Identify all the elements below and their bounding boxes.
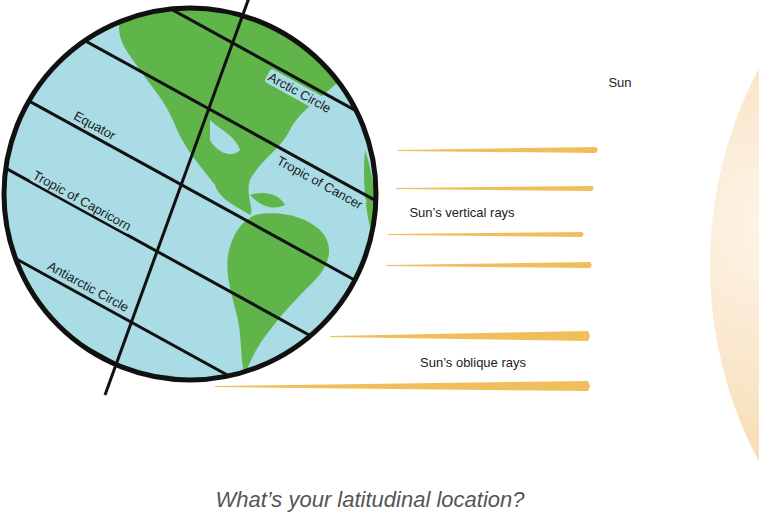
sun-label: Sun <box>608 75 631 90</box>
ray-label: Sun’s oblique rays <box>420 355 526 370</box>
earth-axis <box>105 0 250 395</box>
sun-disc <box>710 0 759 531</box>
caption: What’s your latitudinal location? <box>216 487 525 513</box>
globe-outline <box>4 8 376 380</box>
ray-label: Sun’s vertical rays <box>409 205 514 220</box>
latitude-lines <box>0 0 420 531</box>
